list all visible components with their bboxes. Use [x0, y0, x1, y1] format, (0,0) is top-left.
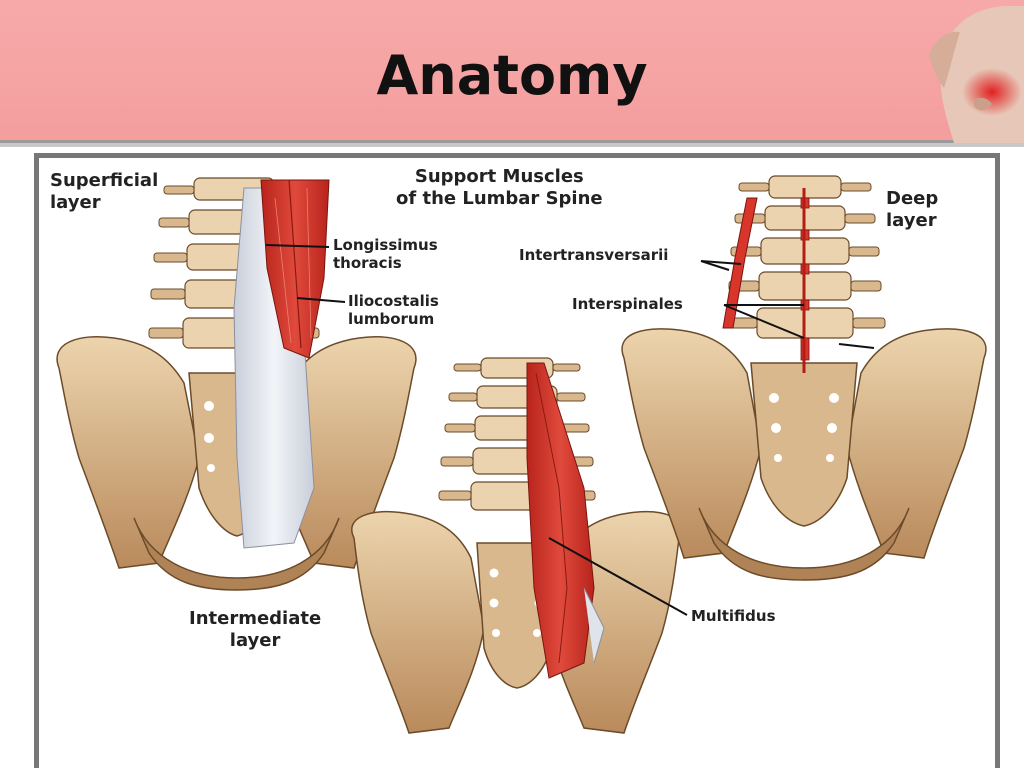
- deep-layer-label: Deep layer: [886, 188, 939, 231]
- superficial-layer-label: Superficial layer: [50, 170, 159, 213]
- slide-header: [0, 0, 1024, 143]
- intertransversarii-label: Intertransversarii: [519, 246, 669, 264]
- intermediate-layer-illustration: [351, 357, 688, 734]
- interspinales-label: Interspinales: [572, 295, 683, 313]
- lumbar-muscles-figure: Superficial layer Support Muscles of the…: [34, 153, 1000, 768]
- figure-heading: Support Muscles of the Lumbar Spine: [396, 166, 603, 209]
- iliocostalis-lumborum-label: Iliocostalis lumborum: [348, 292, 439, 328]
- anatomy-illustration: [56, 175, 987, 734]
- superficial-layer-illustration: [56, 177, 417, 591]
- multifidus-label: Multifidus: [691, 607, 776, 625]
- header-divider: [0, 143, 1024, 147]
- longissimus-thoracis-label: Longissimus thoracis: [333, 236, 438, 272]
- intermediate-layer-label: Intermediate layer: [189, 608, 322, 651]
- back-pain-figure-icon: [929, 6, 1024, 143]
- deep-layer-illustration: [621, 175, 987, 581]
- slide-title: Anatomy: [376, 44, 648, 107]
